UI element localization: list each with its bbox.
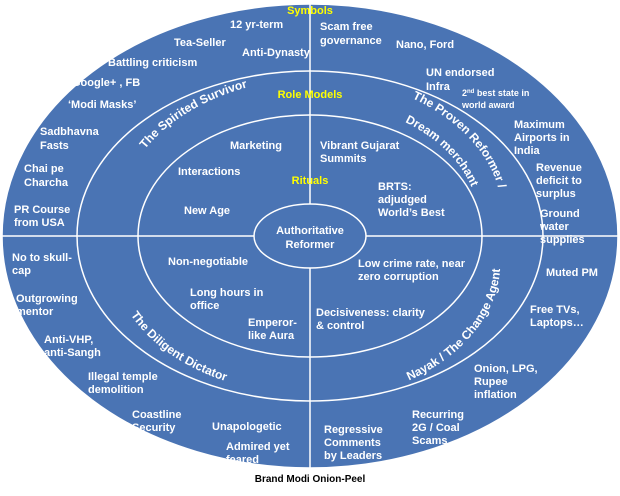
symbol-maximum-airports: Maximum Airports in India (514, 119, 573, 157)
symbol-ground-water: Ground water supplies (539, 208, 585, 246)
ritual-decisiveness: Decisiveness: clarity & control (316, 307, 428, 332)
symbol-google-fb: Google+ , FB (72, 77, 140, 89)
symbol-un-endorsed-infra: UN endorsed Infra (426, 67, 498, 93)
symbol-unapologetic: Unapologetic (212, 421, 282, 433)
symbol-regressive-comments: Regressive Comments by Leaders (324, 424, 386, 462)
ritual-low-crime: Low crime rate, near zero corruption (358, 258, 468, 283)
ritual-vibrant-gujarat: Vibrant Gujarat Summits (320, 140, 402, 165)
symbol-nano-ford: Nano, Ford (396, 39, 454, 51)
ritual-interactions: Interactions (178, 166, 240, 178)
symbol-muted-pm: Muted PM (546, 267, 598, 279)
diagram-caption: Brand Modi Onion-Peel (254, 474, 366, 485)
symbol-sadbhavna-fasts: Sadbhavna Fasts (40, 126, 102, 152)
symbol-admired-yet-feared: Admired yet feared (226, 441, 293, 466)
ring-label-rituals: Rituals (292, 175, 329, 187)
core-ellipse (253, 203, 367, 269)
ritual-long-hours: Long hours in office (190, 287, 266, 312)
core-label-line2: Reformer (286, 239, 336, 251)
ring-label-role-models: Role Models (278, 89, 343, 101)
symbol-modi-masks: ‘Modi Masks’ (68, 99, 136, 111)
symbol-battling-criticism: Battling criticism (108, 57, 197, 69)
ritual-emperor-aura: Emperor- like Aura (248, 317, 300, 342)
ritual-brts: BRTS: adjudged World’s Best (378, 181, 445, 219)
symbol-free-tvs-laptops: Free TVs, Laptops… (530, 304, 584, 329)
symbol-recurring-scams: Recurring 2G / Coal Scams (412, 409, 467, 447)
symbol-revenue-surplus: Revenue deficit to surplus (536, 162, 585, 200)
symbol-anti-vhp: Anti-VHP, anti-Sangh (44, 334, 101, 359)
symbol-12-yr-term: 12 yr-term (230, 19, 283, 31)
symbol-coastline-security: Coastline Security (132, 409, 185, 434)
core-label-line1: Authoritative (276, 225, 344, 237)
ring-label-symbols: Symbols (287, 5, 333, 17)
symbol-no-skull-cap: No to skull- cap (12, 252, 75, 277)
ritual-new-age: New Age (184, 205, 230, 217)
symbol-scam-free-governance: Scam free governance (320, 21, 382, 47)
symbol-pr-course: PR Course from USA (14, 204, 73, 229)
ritual-non-negotiable: Non-negotiable (168, 256, 248, 268)
symbol-outgrowing-mentor: Outgrowing mentor (16, 293, 81, 318)
symbol-anti-dynasty: Anti-Dynasty (242, 47, 311, 59)
symbol-tea-seller: Tea-Seller (174, 37, 226, 49)
symbol-inflation: Onion, LPG, Rupee inflation (474, 363, 541, 401)
ritual-marketing: Marketing (230, 140, 282, 152)
symbol-illegal-temple-demolition: Illegal temple demolition (88, 371, 161, 396)
symbol-chai-pe-charcha: Chai pe Charcha (24, 163, 69, 189)
